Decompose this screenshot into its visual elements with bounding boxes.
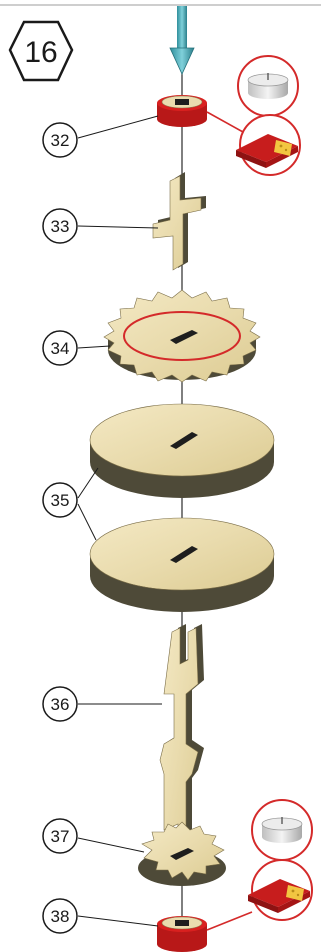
part-34-gear (104, 290, 260, 382)
part-label-35: 35 (43, 483, 77, 517)
part-35-disk-upper (90, 404, 274, 498)
tealight-candle-icon (262, 817, 302, 843)
part-label-text: 35 (51, 491, 70, 510)
part-32-ring (157, 95, 207, 127)
part-label-33: 33 (43, 209, 77, 243)
part-label-text: 36 (51, 695, 70, 714)
part-label-36: 36 (43, 687, 77, 721)
glue-callout-top (236, 115, 300, 175)
part-label-text: 34 (51, 339, 70, 358)
leader-33 (78, 226, 158, 228)
leader-35b (78, 504, 96, 540)
leader-35a (78, 468, 98, 498)
tealight-callout-bottom (252, 800, 312, 860)
part-label-34: 34 (43, 331, 77, 365)
leader-37 (78, 838, 144, 852)
glue-leader-bottom (207, 912, 252, 930)
tealight-callout-top (238, 56, 298, 116)
tealight-candle-icon (248, 73, 288, 99)
part-37-gear (138, 822, 226, 886)
step-number: 16 (24, 36, 57, 69)
leader-34 (78, 346, 110, 348)
glue-callout-bottom (248, 860, 312, 920)
part-label-38: 38 (43, 899, 77, 933)
part-label-37: 37 (43, 819, 77, 853)
part-label-32: 32 (43, 123, 77, 157)
part-label-text: 38 (51, 907, 70, 926)
part-35-disk-lower (90, 518, 274, 612)
down-arrow-icon (170, 6, 194, 74)
leader-32 (78, 116, 158, 138)
part-label-text: 32 (51, 131, 70, 150)
part-38-ring (157, 916, 207, 952)
glue-leader-top (207, 112, 243, 132)
part-33-peg (153, 172, 206, 270)
part-label-text: 33 (51, 217, 70, 236)
step-badge: 16 (10, 22, 72, 80)
leader-38 (78, 916, 158, 926)
part-label-text: 37 (51, 827, 70, 846)
